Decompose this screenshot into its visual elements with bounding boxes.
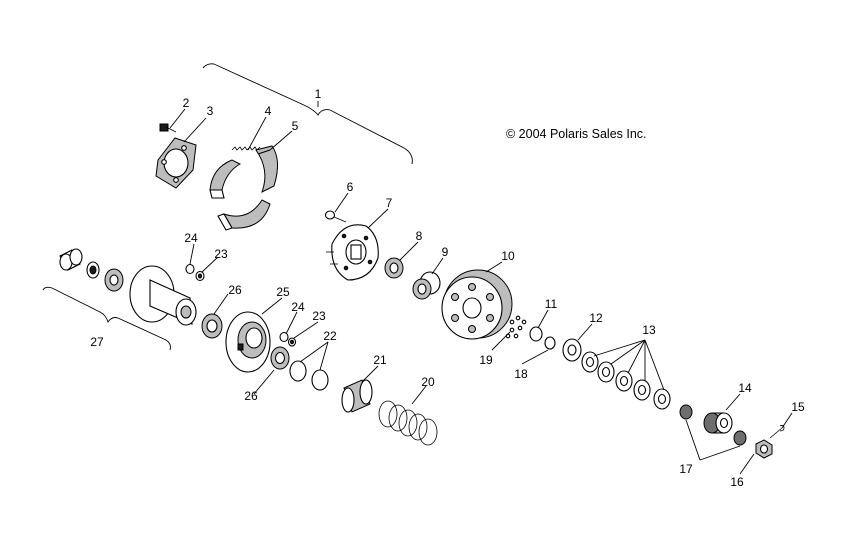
part-16-nut [755,439,773,459]
callout-26-upper: 26 [228,283,242,297]
part-22-ring-a [289,360,307,382]
callout-21: 21 [373,353,387,367]
part-15-pin [769,424,785,439]
part-27-bearing [104,268,124,292]
callout-10: 10 [501,249,515,263]
part-19-balls [505,315,527,339]
callout-20: 20 [421,375,435,389]
callout-16: 16 [730,475,744,489]
callout-labels: 1 2 3 4 5 6 7 8 9 10 11 12 13 14 15 16 1… [90,87,805,489]
part-14-sleeve [703,412,733,434]
callout-8: 8 [416,229,423,243]
part-17-bearing-b [733,430,747,446]
leader-lines [169,101,793,475]
callout-22: 22 [323,329,337,343]
callout-23-lower: 23 [312,309,326,323]
callout-1: 1 [315,87,322,101]
callout-24-lower: 24 [291,300,305,314]
part-4-spring [231,146,261,151]
part-24-bolt-a [185,263,195,275]
callout-11: 11 [545,297,558,311]
callout-23-upper: 23 [214,247,228,261]
callout-18: 18 [514,367,528,381]
part-13-washers [581,351,671,410]
callout-14: 14 [738,381,752,395]
callout-13: 13 [642,323,656,337]
callout-7: 7 [386,196,393,210]
part-21-sleeve [341,379,373,413]
part-26-seal-b [270,346,290,370]
callout-27: 27 [90,335,104,349]
part-10-drum [441,269,513,340]
callout-25: 25 [276,285,290,299]
callout-9: 9 [442,245,449,259]
part-12-washer [562,338,582,362]
part-18-ring [544,336,556,350]
part-17-bearing-a [679,404,693,420]
part-27-ring-a [86,261,100,279]
callout-15: 15 [791,400,805,414]
part-8-nut [384,257,404,279]
callout-3: 3 [207,104,214,118]
part-23-washer-b [287,337,297,347]
copyright-text: © 2004 Polaris Sales Inc. [506,127,647,141]
part-9-hub [412,271,441,300]
part-25-movable-sheave [225,311,271,373]
part-5-clutch-shoes [209,145,278,231]
part-23-washer-a [195,270,205,282]
part-27-sheave [129,265,197,326]
part-27-bushing [59,248,83,271]
callout-19: 19 [479,353,493,367]
callout-6: 6 [347,180,354,194]
callout-12: 12 [589,311,603,325]
part-20-spring [378,400,438,446]
part-24-bolt-b [279,331,289,343]
callout-26-lower: 26 [244,389,258,403]
part-7-carrier [326,224,379,281]
assembly-27-brace [42,286,171,351]
part-22-ring-b [311,369,329,391]
callout-2: 2 [183,96,190,110]
part-11-ring [529,326,543,342]
callout-5: 5 [292,119,299,133]
callout-24-upper: 24 [184,231,198,245]
part-2-bolt [159,123,177,133]
callout-4: 4 [265,104,272,118]
part-26-seal-a [201,313,223,339]
callout-17: 17 [679,462,693,476]
part-6-bolt [324,210,347,223]
assembly-1-brace [202,63,413,165]
part-3-plate [155,137,197,189]
